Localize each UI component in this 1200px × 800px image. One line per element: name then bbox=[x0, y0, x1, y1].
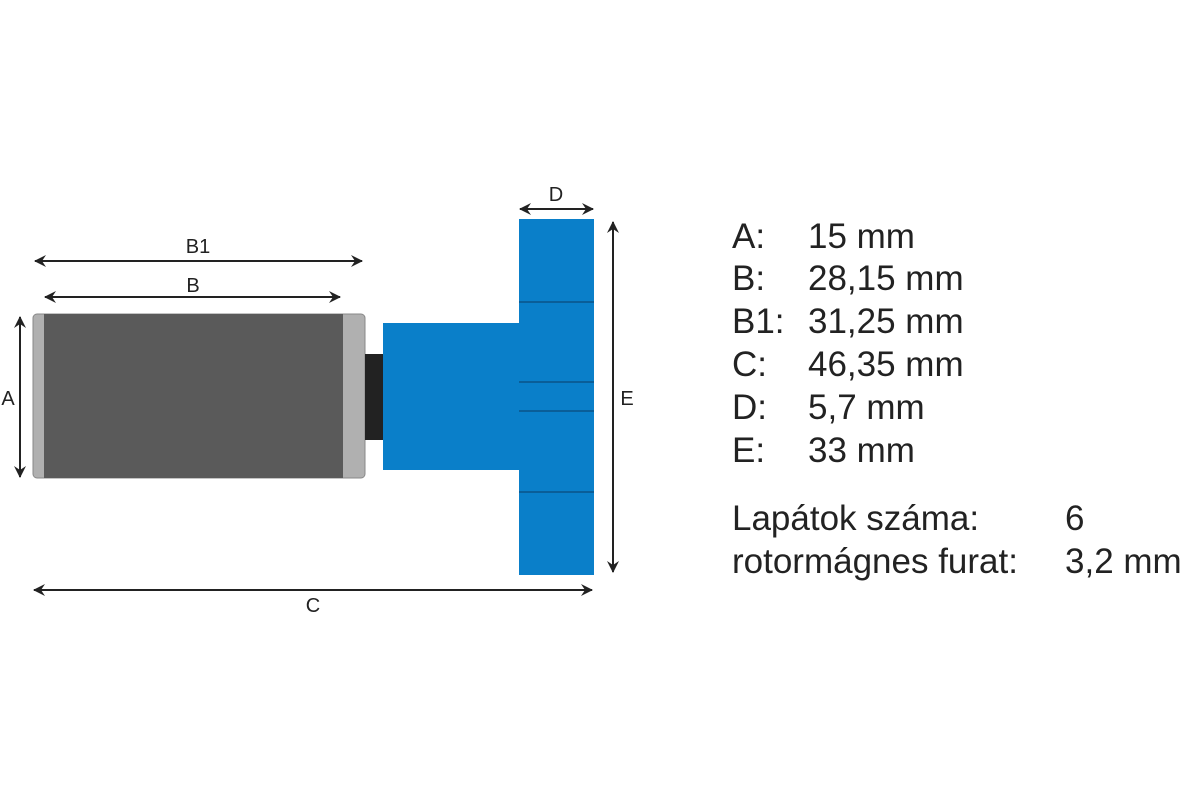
impeller-hub bbox=[383, 323, 519, 470]
label-c: C bbox=[306, 595, 320, 617]
spec-list: A: 15 mm B: 28,15 mm B1: 31,25 mm C: 46,… bbox=[732, 217, 1182, 581]
spec-key: A: bbox=[732, 217, 765, 256]
impeller-blades bbox=[519, 219, 594, 575]
rotor-magnet bbox=[32, 313, 366, 479]
spec-value: 28,15 mm bbox=[808, 259, 964, 298]
spec-value: 31,25 mm bbox=[808, 302, 964, 341]
label-b: B bbox=[186, 275, 199, 297]
spec-value: 15 mm bbox=[808, 217, 915, 256]
spec-key: B: bbox=[732, 259, 765, 298]
extra-value: 3,2 mm bbox=[1065, 542, 1182, 581]
extra-key: rotormágnes furat: bbox=[732, 542, 1018, 581]
label-a: A bbox=[1, 388, 15, 410]
label-b1: B1 bbox=[186, 236, 210, 258]
extra-value: 6 bbox=[1065, 499, 1084, 538]
shaft bbox=[365, 354, 383, 440]
label-e: E bbox=[620, 388, 633, 410]
spec-value: 46,35 mm bbox=[808, 345, 964, 384]
label-d: D bbox=[549, 184, 563, 206]
spec-key: B1: bbox=[732, 302, 785, 341]
spec-value: 5,7 mm bbox=[808, 388, 925, 427]
spec-key: C: bbox=[732, 345, 767, 384]
spec-key: D: bbox=[732, 388, 767, 427]
spec-value: 33 mm bbox=[808, 431, 915, 470]
spec-key: E: bbox=[732, 431, 765, 470]
extra-key: Lapátok száma: bbox=[732, 499, 979, 538]
